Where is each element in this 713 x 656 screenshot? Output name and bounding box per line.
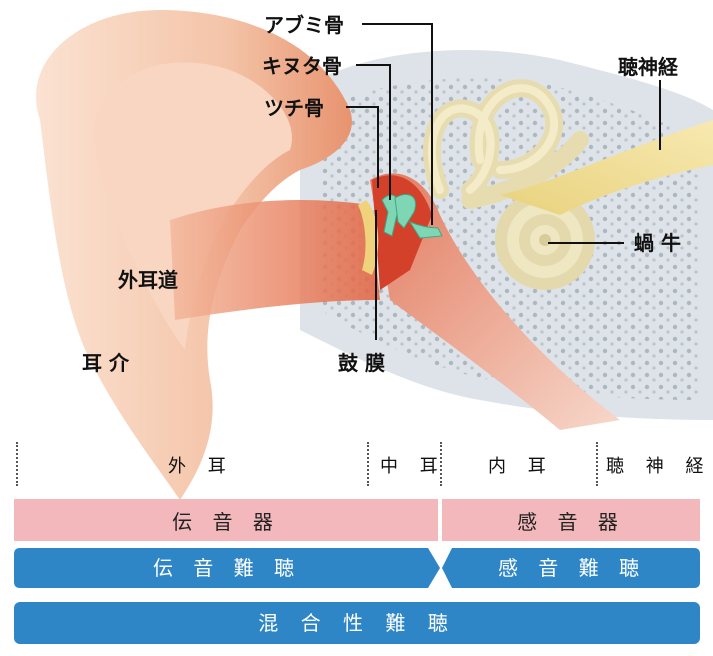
section-middle-ear: 中 耳 xyxy=(380,452,446,478)
label-stapes: アブミ骨 xyxy=(264,13,344,37)
label-cochlea: 蝸 牛 xyxy=(634,231,681,255)
label-conductive-hearing-loss: 伝 音 難 聴 xyxy=(153,556,301,580)
band-conductive-organ: 伝 音 器 xyxy=(14,499,438,541)
section-inner-ear: 内 耳 xyxy=(488,452,554,478)
label-auricle: 耳 介 xyxy=(82,351,130,375)
label-auditory-nerve: 聴神経 xyxy=(618,55,679,79)
section-auditory-nerve: 聴 神 経 xyxy=(606,452,711,478)
section-divider xyxy=(367,442,369,486)
section-divider xyxy=(16,442,18,486)
label-incus: キヌタ骨 xyxy=(262,54,342,78)
label-sensorineural-hearing-loss: 感 音 難 聴 xyxy=(498,556,646,580)
label-eardrum: 鼓 膜 xyxy=(338,351,385,375)
section-outer-ear: 外 耳 xyxy=(168,452,234,478)
label-mixed-hearing-loss: 混 合 性 難 聴 xyxy=(258,611,455,635)
band-sensory-organ: 感 音 器 xyxy=(442,499,700,541)
label-ear-canal: 外耳道 xyxy=(118,268,178,292)
label-malleus: ツチ骨 xyxy=(264,96,324,120)
section-divider xyxy=(596,442,598,486)
hearing-loss-bands: 伝 音 難 聴 感 音 難 聴 混 合 性 難 聴 xyxy=(0,546,713,656)
section-divider xyxy=(440,442,442,486)
